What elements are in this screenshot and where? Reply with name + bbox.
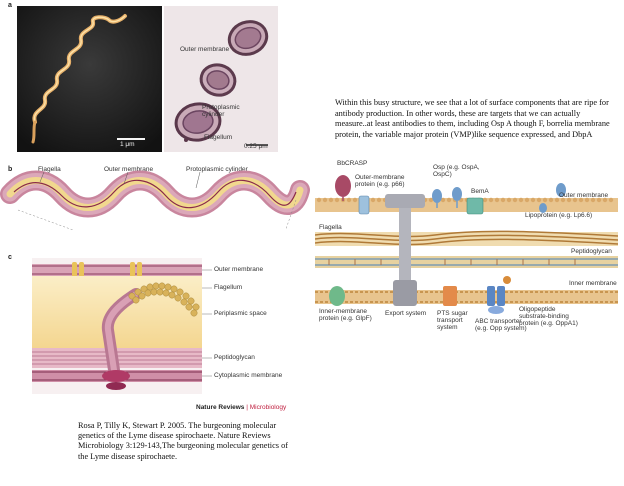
scale-bar-label-left: 1 μm bbox=[120, 141, 135, 148]
label-protoplasmic-cylinder-a: Protoplasmic cylinder bbox=[202, 104, 252, 118]
label-osp-line1: Osp (e.g. OspA, bbox=[433, 164, 480, 171]
panel-a-letter: a bbox=[8, 2, 12, 9]
cross-section-image bbox=[164, 6, 278, 152]
label-abc-line2: (e.g. Opp system) bbox=[475, 325, 527, 332]
figure-right: BbCRASP Outer-membrane protein (e.g. p66… bbox=[315, 160, 618, 338]
label-c-flagellum: Flagellum bbox=[214, 284, 243, 291]
cell-envelope-diagram bbox=[32, 258, 202, 394]
credit-separator: | bbox=[246, 404, 248, 411]
label-bema: BemA bbox=[471, 188, 489, 195]
label-abc: ABC transporter (e.g. Opp system) bbox=[475, 318, 527, 332]
leader-lines-c bbox=[202, 269, 212, 377]
label-imp: Inner-membrane protein (e.g. GlpF) bbox=[319, 308, 372, 322]
label-c-periplasmic-space: Periplasmic space bbox=[214, 310, 267, 317]
label-osp-line2: OspC) bbox=[433, 171, 452, 178]
envelope-components-diagram bbox=[315, 175, 618, 314]
figure-left: a 1 μm bbox=[0, 0, 312, 420]
label-osp: Osp (e.g. OspA, OspC) bbox=[433, 164, 480, 178]
label-bbcrasp: BbCRASP bbox=[337, 160, 368, 167]
label-pts: PTS sugar transport system bbox=[437, 310, 468, 331]
label-protoplasmic-cylinder-a-text: Protoplasmic cylinder bbox=[202, 104, 240, 118]
label-c-cytoplasmic-membrane: Cytoplasmic membrane bbox=[214, 372, 283, 379]
label-lipoprotein: Lipoprotein (e.g. Lp6.6) bbox=[525, 212, 593, 219]
label-export-system: Export system bbox=[385, 310, 427, 317]
micrograph-cross-sections: Outer membrane Protoplasmic cylinder Fla… bbox=[164, 6, 278, 152]
figure-credit: Nature Reviews | Microbiology bbox=[196, 404, 286, 411]
micrograph-spirochete: 1 μm bbox=[17, 6, 162, 152]
label-imp-line1: Inner-membrane bbox=[319, 308, 368, 315]
label-abc-line1: ABC transporter bbox=[475, 318, 522, 325]
label-omp: Outer-membrane protein (e.g. p66) bbox=[355, 174, 405, 188]
label-peptidoglycan-right: Peptidoglycan bbox=[571, 248, 612, 255]
label-protoplasmic-cylinder-b: Protoplasmic cylinder bbox=[186, 166, 248, 173]
label-outer-membrane-right: Outer membrane bbox=[559, 192, 609, 199]
label-inner-membrane-right: Inner membrane bbox=[569, 280, 617, 287]
label-olig-line2: substrate-binding bbox=[519, 313, 569, 320]
label-oligopeptide: Oligopeptide substrate-binding protein (… bbox=[519, 306, 578, 327]
label-imp-line2: protein (e.g. GlpF) bbox=[319, 315, 372, 322]
panel-c-letter: c bbox=[8, 254, 12, 261]
credit-journal: Nature Reviews bbox=[196, 404, 245, 411]
label-pts-line2: transport bbox=[437, 317, 463, 324]
label-c-peptidoglycan: Peptidoglycan bbox=[214, 354, 255, 361]
label-omp-line1: Outer-membrane bbox=[355, 174, 405, 181]
label-c-outer-membrane: Outer membrane bbox=[214, 266, 264, 273]
label-flagella-b: Flagella bbox=[38, 166, 61, 173]
credit-section: Microbiology bbox=[249, 404, 287, 411]
label-olig-line1: Oligopeptide bbox=[519, 306, 556, 313]
label-olig-line3: protein (e.g. OppA1) bbox=[519, 320, 578, 327]
label-flagella-right: Flagella bbox=[319, 224, 342, 231]
panel-b-letter: b bbox=[8, 166, 13, 173]
spirochete-diagram bbox=[0, 170, 310, 230]
label-outer-membrane-a: Outer membrane bbox=[180, 46, 230, 53]
label-omp-line2: protein (e.g. p66) bbox=[355, 181, 405, 188]
label-pts-line1: PTS sugar bbox=[437, 310, 468, 317]
spirochete-image bbox=[17, 6, 162, 152]
citation-text: Rosa P, Tilly K, Stewart P. 2005. The bu… bbox=[78, 421, 288, 461]
scale-bar-label-right: 0.25 μm bbox=[244, 143, 268, 150]
label-outer-membrane-b: Outer membrane bbox=[104, 166, 154, 173]
description-paragraph: Within this busy structure, we see that … bbox=[335, 98, 610, 139]
label-pts-line3: system bbox=[437, 324, 458, 331]
label-flagellum-a: Flagellum bbox=[204, 134, 233, 141]
